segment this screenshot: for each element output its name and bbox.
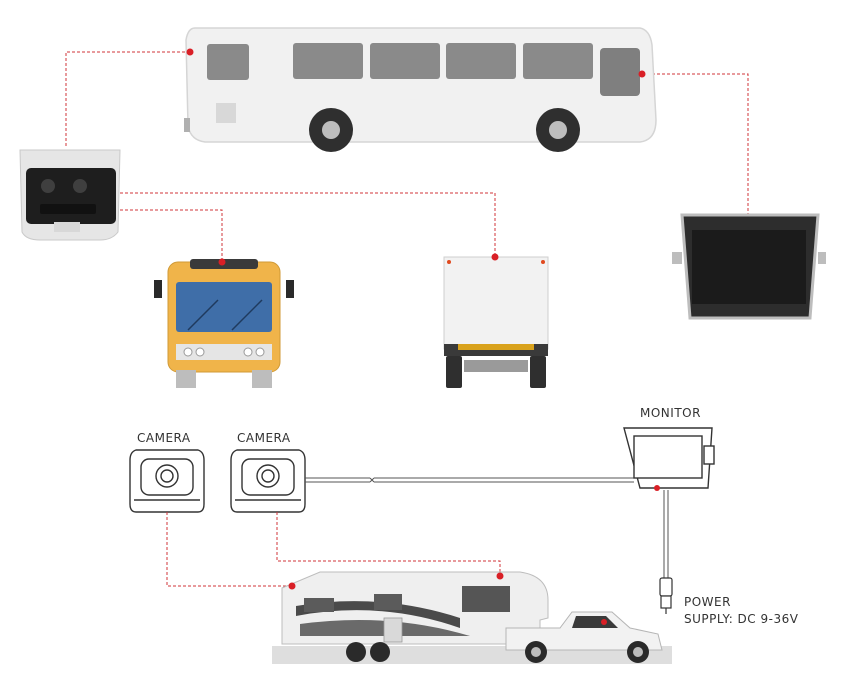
bottom-connector-lines (166, 512, 501, 587)
line-bus-rear-to-camera (65, 51, 190, 148)
monitor-icon (672, 213, 826, 320)
line-camera-to-school-bus (120, 209, 223, 262)
trailer-front-camera-dot (496, 572, 504, 580)
trailer-rear-camera-dot (288, 582, 296, 590)
line-bus-front-to-monitor (642, 73, 749, 215)
line-camera-to-box-truck (120, 192, 496, 257)
pickup-truck-icon (505, 611, 663, 663)
top-connector-lines (65, 51, 749, 262)
power-plug-icon (659, 577, 673, 614)
monitor-label: MONITOR (640, 406, 701, 420)
camera-cable (305, 477, 634, 483)
box-truck-camera-dot (491, 253, 499, 261)
school-bus-camera-dot (218, 258, 226, 266)
camera-icon (129, 449, 205, 513)
camera-1-label: CAMERA (137, 431, 191, 445)
school-bus-icon (154, 258, 294, 388)
rv-trailer-icon (272, 571, 672, 664)
camera-2-label: CAMERA (237, 431, 291, 445)
camera-icon-2 (230, 449, 306, 513)
line-camera2-to-trailer (276, 512, 501, 576)
box-truck-icon (443, 253, 549, 388)
truck-connector-dot (601, 619, 607, 625)
monitor-outline-icon (623, 427, 715, 489)
bus-icon (184, 27, 657, 152)
power-label-line2: SUPPLY: DC 9-36V (684, 612, 799, 626)
bus-rear-camera-dot (186, 48, 194, 56)
monitor-connector-dot (654, 485, 660, 491)
dual-camera-icon (19, 149, 121, 241)
power-cable (663, 490, 669, 578)
bus-front-camera-dot (638, 70, 646, 78)
power-label-line1: POWER (684, 595, 731, 609)
line-camera1-to-trailer (166, 512, 292, 587)
